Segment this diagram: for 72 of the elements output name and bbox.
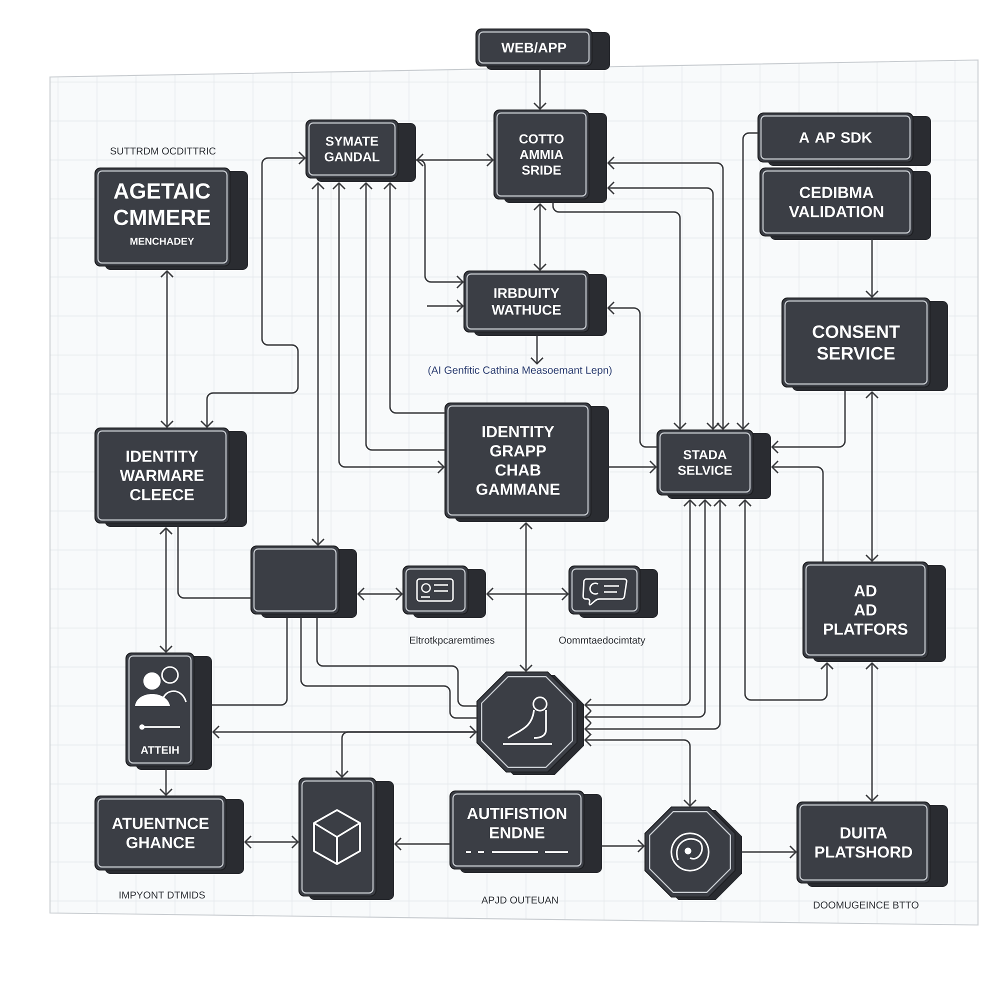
process-box: ATTEIH (125, 652, 212, 770)
arrow (416, 159, 464, 289)
arrow (357, 588, 403, 601)
arrow (738, 499, 834, 701)
arrow (311, 182, 325, 546)
arrow (332, 182, 445, 474)
arrow (383, 182, 445, 414)
arrow (394, 838, 450, 851)
process-box: AGETAIC CMMERE MENCHADEY (94, 167, 248, 270)
icon-tile (402, 565, 486, 618)
node-label: DOOMUGEINCE BTTO (814, 901, 918, 909)
arrow (533, 70, 547, 110)
arrow (244, 836, 299, 849)
arrow (866, 662, 879, 802)
node-label: Eltrotkpcaremtimes (410, 636, 494, 646)
arrow (486, 588, 569, 601)
process-box: IRBDUITY WATHUCE (463, 270, 607, 336)
arrow (736, 132, 758, 430)
arrow (427, 299, 464, 313)
arrow (742, 846, 797, 859)
arrow (771, 460, 824, 562)
process-box: IDENTITY GRAPP CHAB GAMMANE (444, 402, 609, 522)
process-box: IDENTITY WARMARE CLEECE (94, 427, 247, 527)
process-box: AUTIFISTION ENDNE (449, 790, 602, 873)
arrow (159, 527, 173, 653)
process-box: A AP SDK (757, 112, 931, 166)
process-box: WEB/APP (475, 28, 610, 70)
icon-tile (568, 565, 658, 618)
arrow (159, 770, 173, 796)
arrow (359, 182, 445, 451)
octagon-badge (644, 806, 742, 900)
process-box: COTTO AMMIA SRIDE (493, 109, 607, 203)
octagon-badge (476, 671, 584, 775)
arrow (866, 240, 879, 298)
process-box: DUITA PLATSHORD (796, 801, 948, 887)
arrow (160, 270, 174, 428)
process-box: ATUENTNCE GHANCE (94, 795, 244, 874)
process-box: CEDIBMA VALIDATION (759, 167, 931, 240)
node-label: IMPYONT DTMIDS (120, 891, 205, 899)
node-label: SUTTRDM OCDITTRIC (110, 147, 216, 155)
arrow (584, 499, 712, 724)
arrow (866, 391, 879, 562)
arrow (607, 302, 657, 448)
arrow (584, 499, 697, 712)
connector-line (177, 527, 251, 599)
arrow (584, 734, 697, 807)
process-box: CONSENT SERVICE (781, 297, 948, 391)
connector-line (316, 618, 477, 707)
blank-box (250, 545, 357, 618)
arrow (533, 203, 547, 271)
arrow (519, 522, 533, 672)
process-box: STADA SELVICE (656, 429, 771, 499)
node-label: APJD OUTEUAN (481, 896, 558, 904)
arrow (212, 726, 477, 739)
annotation: (AI Genfitic Cathina Measoemant Lepn) (428, 366, 612, 376)
icon-tile (298, 777, 394, 900)
arrow (552, 203, 687, 430)
arrow (609, 460, 657, 474)
arrow (416, 153, 494, 167)
arrow (607, 181, 720, 430)
arrow (602, 840, 645, 853)
arrow (584, 499, 727, 736)
arrow (530, 336, 544, 365)
node-label: Oommtaedocimtaty (559, 636, 646, 646)
connector-line (212, 618, 288, 706)
arrow (200, 151, 306, 428)
arrow (771, 391, 846, 454)
process-box: SYMATE GANDAL (305, 119, 416, 182)
connector-line (300, 618, 477, 719)
arrow (335, 731, 477, 778)
process-box: AD AD PLATFORS (802, 561, 946, 662)
arrow (607, 156, 730, 430)
